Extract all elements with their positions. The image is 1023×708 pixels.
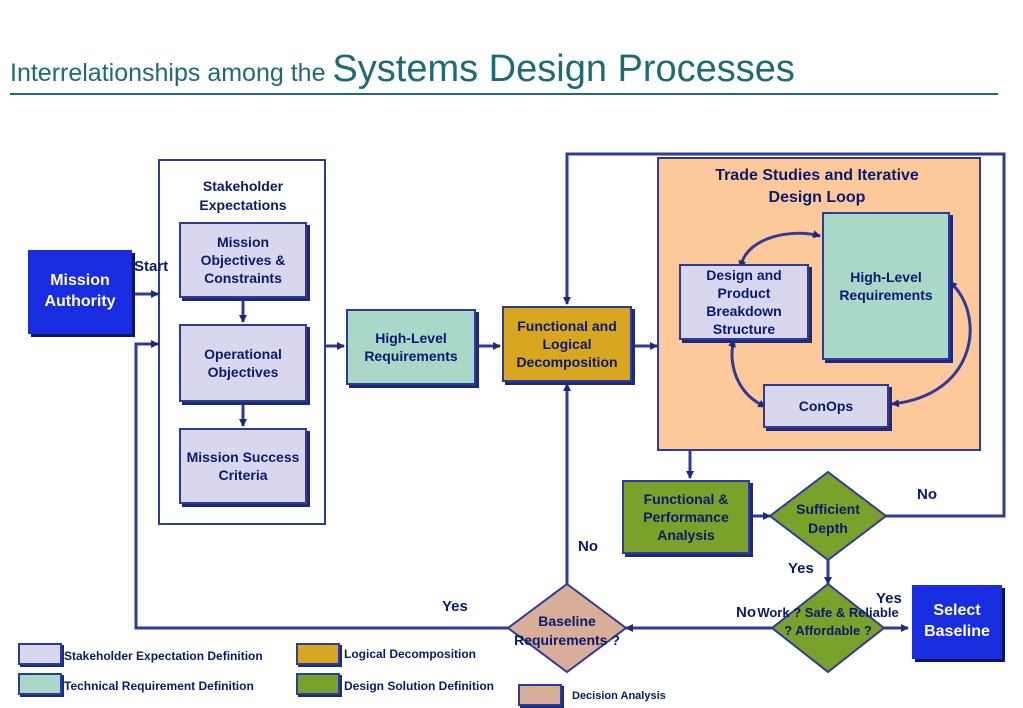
legend-label-technical: Technical Requirement Definition (64, 679, 254, 693)
high-level-req-left-label: High-Level Requirements (364, 329, 458, 364)
arrow-baseline-yes-to-stakeholder (134, 340, 510, 630)
start-label: Start (134, 258, 169, 275)
loop-arrow-hlr-to-conops (891, 280, 972, 408)
arrow-depth-no-loop (563, 152, 1006, 518)
conops-label: ConOps (798, 397, 854, 414)
page-title: Interrelationships among the Systems Des… (10, 48, 998, 95)
mission-objectives-label: Mission Objectives & Constraints (200, 233, 286, 287)
work-safe-diamond (770, 582, 886, 674)
baseline-requirements-label: Baseline Requirements ? (514, 613, 620, 648)
yes-baseline-label: Yes (442, 598, 468, 615)
sufficient-depth-label: Sufficient Depth (796, 501, 860, 536)
title-part2: Systems Design Processes (332, 48, 795, 90)
no-work-label: No (736, 604, 756, 621)
high-level-req-right-label: High-Level Requirements (839, 268, 933, 303)
stakeholder-expectations-label: Stakeholder Expectations (199, 178, 287, 213)
yes-depth-label: Yes (788, 560, 814, 577)
yes-work-label: Yes (876, 590, 902, 607)
work-safe-label: Work ? Safe & Reliable ? Affordable ? (757, 605, 899, 638)
mission-objectives-box: Mission Objectives & Constraints (179, 222, 307, 298)
functional-logical-label: Functional and Logical Decomposition (516, 317, 618, 371)
legend-swatch-decision (518, 684, 562, 706)
loop-arrow-design-to-hlr (738, 230, 821, 269)
mission-success-box: Mission Success Criteria (179, 428, 307, 504)
title-part1: Interrelationships among the (10, 59, 333, 87)
functional-performance-label: Functional & Performance Analysis (643, 490, 729, 544)
conops-box: ConOps (763, 384, 889, 428)
mission-success-label: Mission Success Criteria (186, 448, 300, 483)
operational-objectives-label: Operational Objectives (204, 345, 282, 380)
legend-label-logical: Logical Decomposition (344, 647, 477, 661)
mission-authority-box: Mission Authority (28, 250, 132, 334)
legend-swatch-stakeholder (18, 643, 62, 665)
trade-studies-label: Trade Studies and Iterative Design Loop (715, 167, 919, 206)
legend-label-stakeholder: Stakeholder Expectation Definition (64, 649, 263, 663)
baseline-requirements-diamond (506, 582, 628, 674)
legend-label-design: Design Solution Definition (344, 679, 494, 693)
select-baseline-box: Select Baseline (912, 585, 1002, 659)
design-product-box: Design and Product Breakdown Structure (679, 264, 809, 340)
no-baseline-label: No (578, 538, 598, 555)
sufficient-depth-diamond (768, 470, 888, 562)
no-depth-label: No (917, 486, 937, 503)
high-level-req-right-box: High-Level Requirements (822, 212, 950, 360)
legend-swatch-technical (18, 673, 62, 695)
loop-arrow-conops-to-design (728, 339, 767, 408)
operational-objectives-box: Operational Objectives (179, 324, 307, 402)
high-level-req-left-box: High-Level Requirements (346, 309, 476, 385)
functional-performance-box: Functional & Performance Analysis (622, 480, 750, 554)
functional-logical-box: Functional and Logical Decomposition (502, 306, 632, 382)
legend-swatch-design (296, 673, 340, 695)
legend-swatch-logical (296, 643, 340, 665)
select-baseline-label: Select Baseline (924, 602, 990, 640)
mission-authority-label: Mission Authority (44, 272, 116, 310)
design-product-label: Design and Product Breakdown Structure (706, 266, 782, 338)
legend-label-decision: Decision Analysis (572, 690, 666, 702)
